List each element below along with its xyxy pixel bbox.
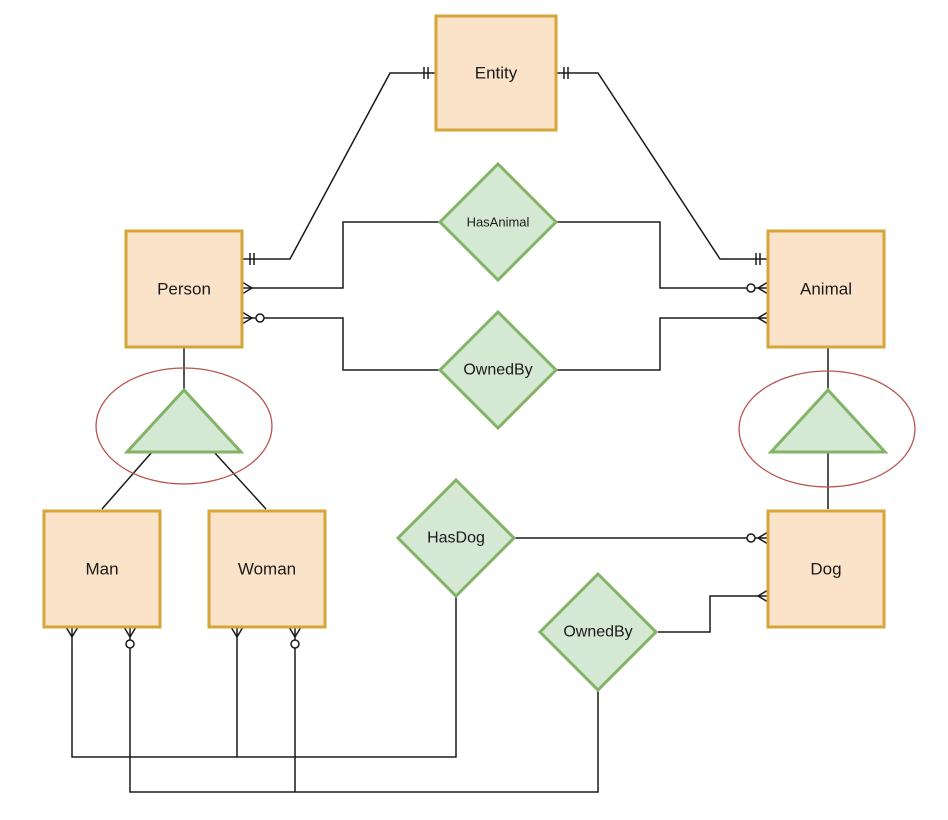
- entity-label: Person: [157, 280, 211, 299]
- edge-ownedby-animal: [556, 317, 768, 371]
- edge-hasanimal-animal: [556, 221, 768, 289]
- entity-animal[interactable]: Animal: [766, 229, 886, 349]
- entity-label: Man: [85, 560, 118, 579]
- mark-zeromany-animal-hasanimal: [746, 281, 769, 295]
- entity-label: Animal: [800, 280, 852, 299]
- relationship-label: HasDog: [427, 530, 485, 547]
- isa-triangle-animal[interactable]: [767, 387, 889, 454]
- mark-zeromany-man: [123, 626, 137, 649]
- edge-isa-woman: [213, 451, 267, 510]
- mark-zeromany-woman: [288, 626, 302, 649]
- entity-person[interactable]: Person: [124, 229, 244, 349]
- mark-zeromany-person-ownedby: [241, 311, 265, 325]
- isa-animal[interactable]: [738, 370, 916, 488]
- mark-many-person-hasanimal: [241, 281, 253, 295]
- isa-ellipse-animal: [738, 370, 916, 488]
- mark-one-person: [249, 253, 255, 265]
- entity-label: Dog: [810, 560, 841, 579]
- relationship-label: OwnedBy: [563, 624, 632, 641]
- edge-ownedby2-dog: [658, 595, 768, 633]
- entity-label: Entity: [475, 64, 518, 83]
- entity-label: Woman: [238, 560, 296, 579]
- relationship-ownedby-bottom[interactable]: OwnedBy: [537, 571, 659, 693]
- mark-zeromany-dog-hasdog: [746, 531, 769, 545]
- edge-entity-animal: [556, 72, 768, 260]
- relationship-hasanimal[interactable]: HasAnimal: [437, 161, 559, 283]
- edge-person-hasanimal: [242, 221, 440, 289]
- cardinality-marks: [65, 67, 769, 649]
- isa-ellipse-person: [95, 367, 273, 485]
- edge-ownedby2-bus: [129, 627, 599, 793]
- edge-entity-person: [242, 72, 436, 260]
- mark-many-dog-ownedby: [757, 589, 769, 603]
- entity-woman[interactable]: Woman: [207, 509, 327, 629]
- isa-triangle-person[interactable]: [123, 387, 245, 454]
- isa-person[interactable]: [95, 367, 273, 485]
- relationship-ownedby-top[interactable]: OwnedBy: [437, 309, 559, 431]
- connectors: [71, 72, 829, 793]
- entity-dog[interactable]: Dog: [766, 509, 886, 629]
- mark-one-entity-right: [563, 67, 569, 79]
- entity-entity[interactable]: Entity: [434, 14, 558, 132]
- mark-many-woman: [230, 626, 244, 638]
- relationship-label: HasAnimal: [467, 215, 530, 230]
- relationship-label: OwnedBy: [463, 362, 532, 379]
- mark-one-animal: [755, 253, 761, 265]
- mark-many-man: [65, 626, 79, 638]
- mark-many-animal-ownedby: [757, 311, 769, 325]
- entity-man[interactable]: Man: [42, 509, 162, 629]
- edge-isa-man: [101, 451, 153, 510]
- edge-hasdog-bus: [71, 596, 457, 758]
- relationship-hasdog[interactable]: HasDog: [395, 477, 517, 599]
- edge-person-ownedby: [242, 317, 440, 371]
- mark-one-entity-left: [423, 67, 429, 79]
